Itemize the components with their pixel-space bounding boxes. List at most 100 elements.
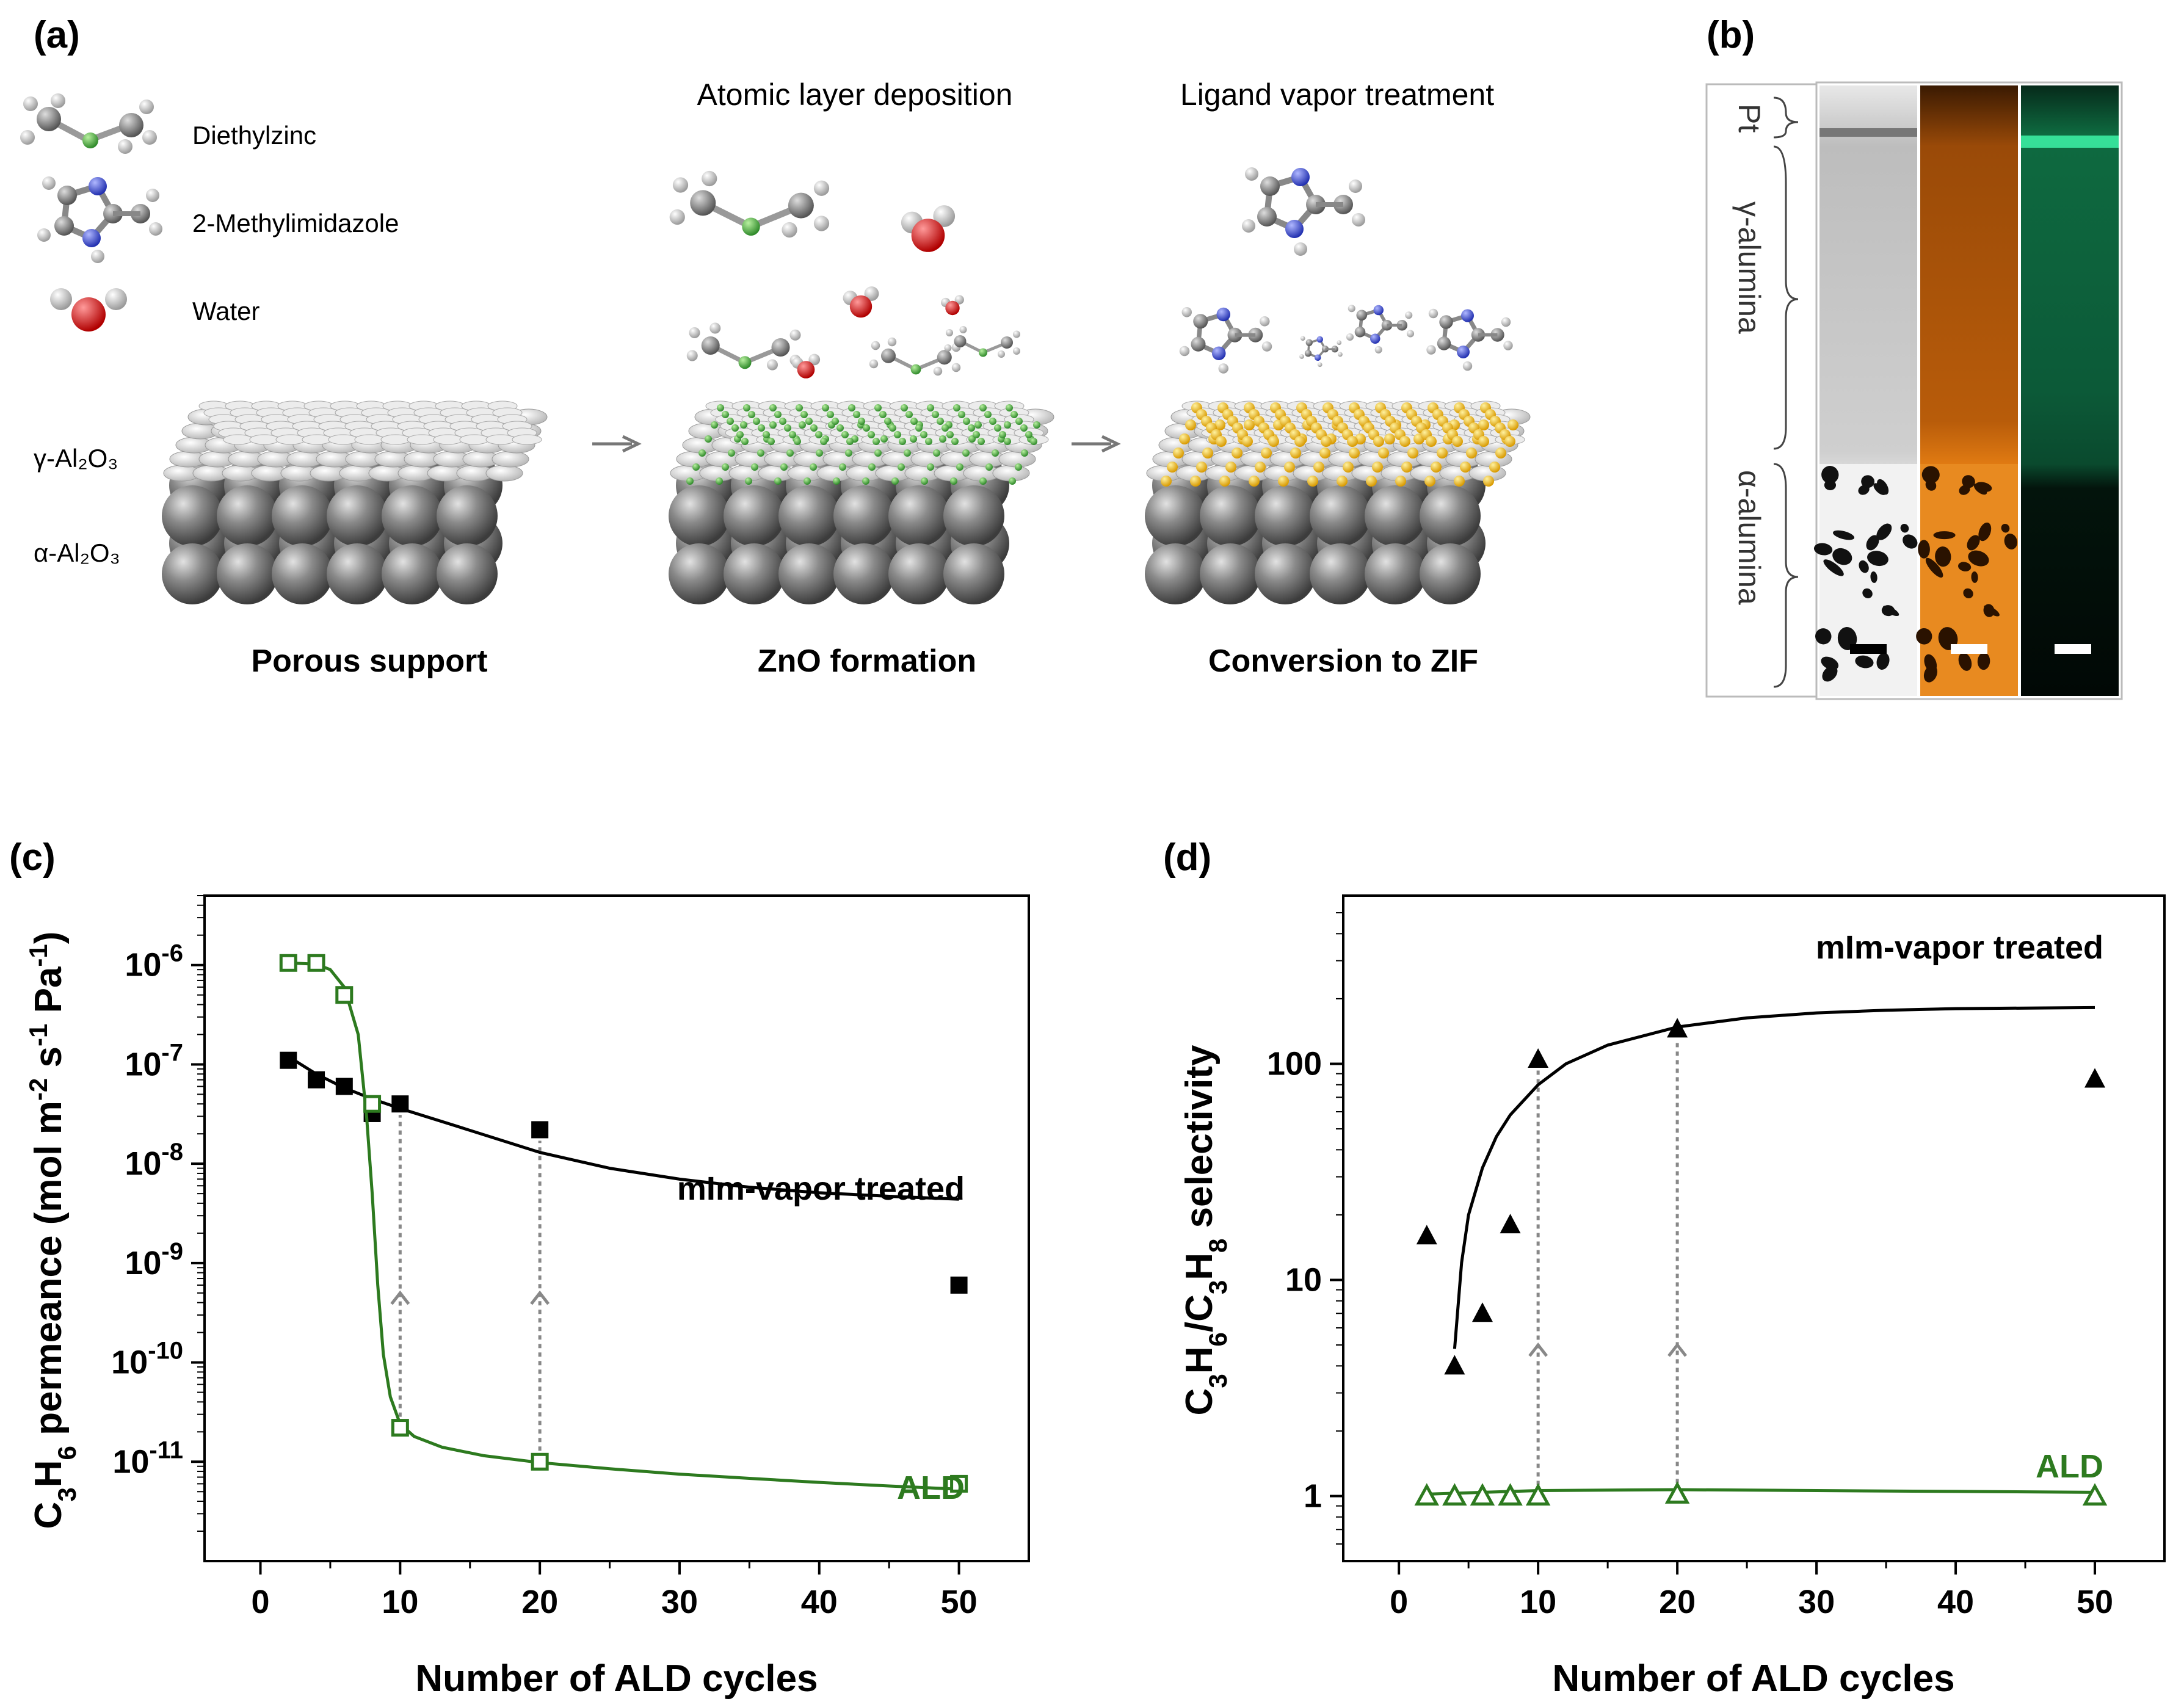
x-tick-label: 10 xyxy=(1520,1584,1556,1620)
x-tick-label: 50 xyxy=(941,1584,978,1620)
data-point-ald xyxy=(1470,1483,1495,1506)
support-block-1 xyxy=(162,400,548,604)
layer-gamma-label: γ-alumina xyxy=(1732,201,1766,334)
x-axis-label-d: Number of ALD cycles xyxy=(1552,1658,1954,1700)
y-tick-label: 10-7 xyxy=(125,1039,183,1082)
ligand-header: Ligand vapor treatment xyxy=(1180,78,1494,112)
x-tick-label: 50 xyxy=(2077,1584,2113,1620)
data-point-mimvaportreated xyxy=(531,1121,549,1139)
y-tick-label: 10-10 xyxy=(111,1338,183,1381)
x-tick-label: 0 xyxy=(252,1584,270,1620)
y-tick-label: 10-6 xyxy=(125,940,183,984)
legend-water: Water xyxy=(192,297,259,325)
data-point-ald xyxy=(363,1095,382,1113)
alpha-brace xyxy=(1773,463,1799,688)
data-point-ald xyxy=(279,954,297,972)
methylimidazole-molecule-icon xyxy=(1346,305,1415,353)
water-molecule-icon xyxy=(843,286,879,318)
methylimidazole-molecule-icon xyxy=(1426,308,1513,371)
data-point-ald xyxy=(307,954,325,972)
x-tick-label: 30 xyxy=(1798,1584,1835,1620)
y-tick-label: 10 xyxy=(1285,1261,1322,1298)
water-molecule-icon xyxy=(901,205,956,252)
data-point-mimvaportreated xyxy=(1444,1355,1465,1375)
data-point-ald xyxy=(335,986,354,1004)
data-point-ald xyxy=(1442,1483,1467,1506)
improvement-arrow-head xyxy=(530,1290,550,1305)
methylimidazole-molecule-icon xyxy=(37,176,162,263)
gamma-layer-label: γ-Al₂O₃ xyxy=(34,444,118,473)
y-axis-label-c: C3H6 permeance (mol m-2 s-1 Pa-1) xyxy=(24,932,81,1529)
data-point-ald xyxy=(1664,1481,1690,1504)
y-tick-label: 10-8 xyxy=(125,1139,183,1182)
data-point-ald xyxy=(1414,1483,1440,1506)
fit-curve-ald xyxy=(288,961,959,1491)
scale-bar-white-1 xyxy=(1951,644,1987,654)
methylimidazole-molecule-icon xyxy=(1299,336,1343,368)
methylimidazole-molecule-icon xyxy=(1179,307,1272,374)
sem-gray-micrograph xyxy=(1813,85,1918,696)
water-molecule-icon xyxy=(50,288,127,332)
series-label-mim-c: mIm-vapor treated xyxy=(677,1170,965,1207)
data-point-ald xyxy=(1498,1483,1523,1506)
data-point-mimvaportreated xyxy=(1667,1018,1688,1038)
support-block-2 xyxy=(669,400,1054,604)
data-point-mimvaportreated xyxy=(1500,1214,1521,1234)
series-label-mim-d: mIm-vapor treated xyxy=(1816,929,2103,966)
gamma-brace xyxy=(1773,145,1799,450)
micrograph-frame xyxy=(1815,81,2123,700)
improvement-arrow-head xyxy=(1667,1342,1688,1357)
zn-orange-map xyxy=(1916,85,2018,696)
diethylzinc-molecule-icon xyxy=(869,337,961,376)
data-point-mimvaportreated xyxy=(1416,1225,1437,1245)
x-axis-label-c: Number of ALD cycles xyxy=(415,1658,818,1700)
data-point-ald xyxy=(2082,1483,2108,1506)
methylimidazole-molecule-icon xyxy=(1242,167,1365,256)
y-tick-label: 1 xyxy=(1304,1477,1322,1514)
support-block-3 xyxy=(1145,400,1531,604)
improvement-arrow-head xyxy=(390,1290,410,1305)
data-point-mimvaportreated xyxy=(1471,1302,1493,1322)
diethylzinc-molecule-icon xyxy=(944,326,1020,358)
fit-curve-ald xyxy=(1426,1488,2095,1496)
process-arrow-2 xyxy=(1072,435,1121,453)
series-label-ald-c: ALD xyxy=(897,1470,965,1506)
water-molecule-icon xyxy=(791,353,821,379)
x-tick-label: 40 xyxy=(1937,1584,1974,1620)
data-point-ald xyxy=(1525,1483,1551,1506)
y-tick-label: 100 xyxy=(1267,1045,1322,1082)
data-point-mimvaportreated xyxy=(950,1276,968,1294)
panel-d-label: (d) xyxy=(1163,836,1211,879)
x-tick-label: 20 xyxy=(521,1584,558,1620)
pt-brace xyxy=(1773,96,1799,139)
data-point-ald xyxy=(531,1452,549,1471)
fit-curve-mimvaportreated xyxy=(1453,1006,2095,1349)
gas-phase-molecules xyxy=(669,167,1513,379)
y-tick-label: 10-11 xyxy=(112,1437,183,1480)
x-tick-label: 0 xyxy=(1390,1584,1408,1620)
panel-b-label: (b) xyxy=(1707,14,1755,56)
diethylzinc-molecule-icon xyxy=(20,93,157,154)
data-point-mimvaportreated xyxy=(280,1051,297,1069)
caption-porous-support: Porous support xyxy=(251,643,487,679)
y-axis-label-d: C3H6/C3H8 selectivity xyxy=(1178,1045,1232,1415)
data-point-mimvaportreated xyxy=(335,1078,353,1095)
data-point-mimvaportreated xyxy=(391,1095,409,1113)
x-tick-label: 30 xyxy=(661,1584,698,1620)
water-molecule-icon xyxy=(941,295,964,316)
support-blocks xyxy=(162,167,1531,604)
panel-c-label: (c) xyxy=(9,836,56,879)
data-point-mimvaportreated xyxy=(1528,1048,1549,1068)
plot-frame-d xyxy=(1342,894,2166,1562)
x-tick-label: 40 xyxy=(801,1584,838,1620)
diethylzinc-molecule-icon xyxy=(686,322,801,371)
scale-bar-black xyxy=(1850,644,1887,654)
ald-header: Atomic layer deposition xyxy=(697,78,1013,112)
caption-conversion-zif: Conversion to ZIF xyxy=(1208,643,1478,679)
legend-diethylzinc: Diethylzinc xyxy=(192,121,316,150)
series-label-ald-d: ALD xyxy=(2036,1448,2103,1485)
x-tick-label: 10 xyxy=(382,1584,418,1620)
